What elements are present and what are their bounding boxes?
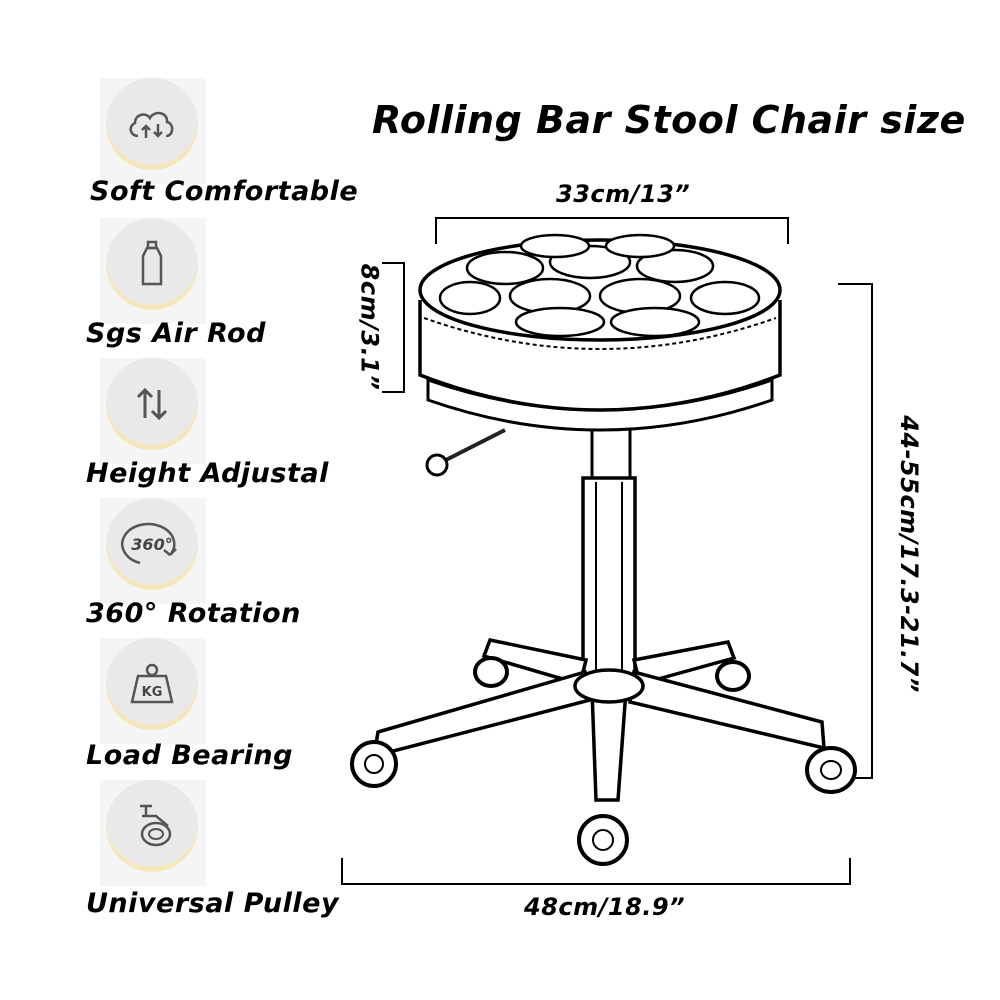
feature-label-height: Height Adjustal: [86, 458, 329, 489]
five-star-base: [371, 637, 826, 802]
rotation-360-icon: 360°: [121, 522, 177, 565]
seat-width-label: 33cm/13”: [556, 180, 691, 208]
feature-label-pulley: Universal Pulley: [86, 888, 340, 919]
caster-wheel-icon: [140, 804, 172, 847]
rotation-icon-text: 360°: [131, 535, 172, 554]
height-range-label: 44-55cm/17.3-21.7”: [894, 415, 923, 693]
weight-icon-text: KG: [142, 685, 163, 700]
feature-badge-pulley: [106, 780, 198, 872]
feature-label-airrod: Sgs Air Rod: [86, 318, 266, 349]
feature-label-soft: Soft Comfortable: [90, 176, 359, 207]
feature-badge-soft: [106, 78, 198, 170]
feature-badge-airrod: [106, 218, 198, 310]
caster-wheels: [350, 656, 857, 866]
feature-badge-height: [106, 358, 198, 450]
bottle-icon: [141, 240, 163, 286]
gas-column: [581, 418, 637, 690]
up-down-arrows-icon: [136, 387, 168, 421]
height-lever: [425, 428, 506, 477]
feature-badge-rotation: 360°: [106, 498, 198, 590]
feature-badge-load: KG: [106, 638, 198, 730]
feature-label-load: Load Bearing: [86, 740, 293, 771]
cloud-sync-icon: [129, 111, 174, 138]
kg-weight-icon: KG: [130, 663, 174, 704]
page-title: Rolling Bar Stool Chair size: [372, 98, 966, 142]
base-width-label: 48cm/18.9”: [524, 893, 686, 921]
stool-illustration: [341, 217, 873, 885]
feature-label-rotation: 360° Rotation: [86, 598, 301, 629]
dimension-lines: [341, 217, 873, 885]
seat-cushion: [418, 233, 782, 432]
